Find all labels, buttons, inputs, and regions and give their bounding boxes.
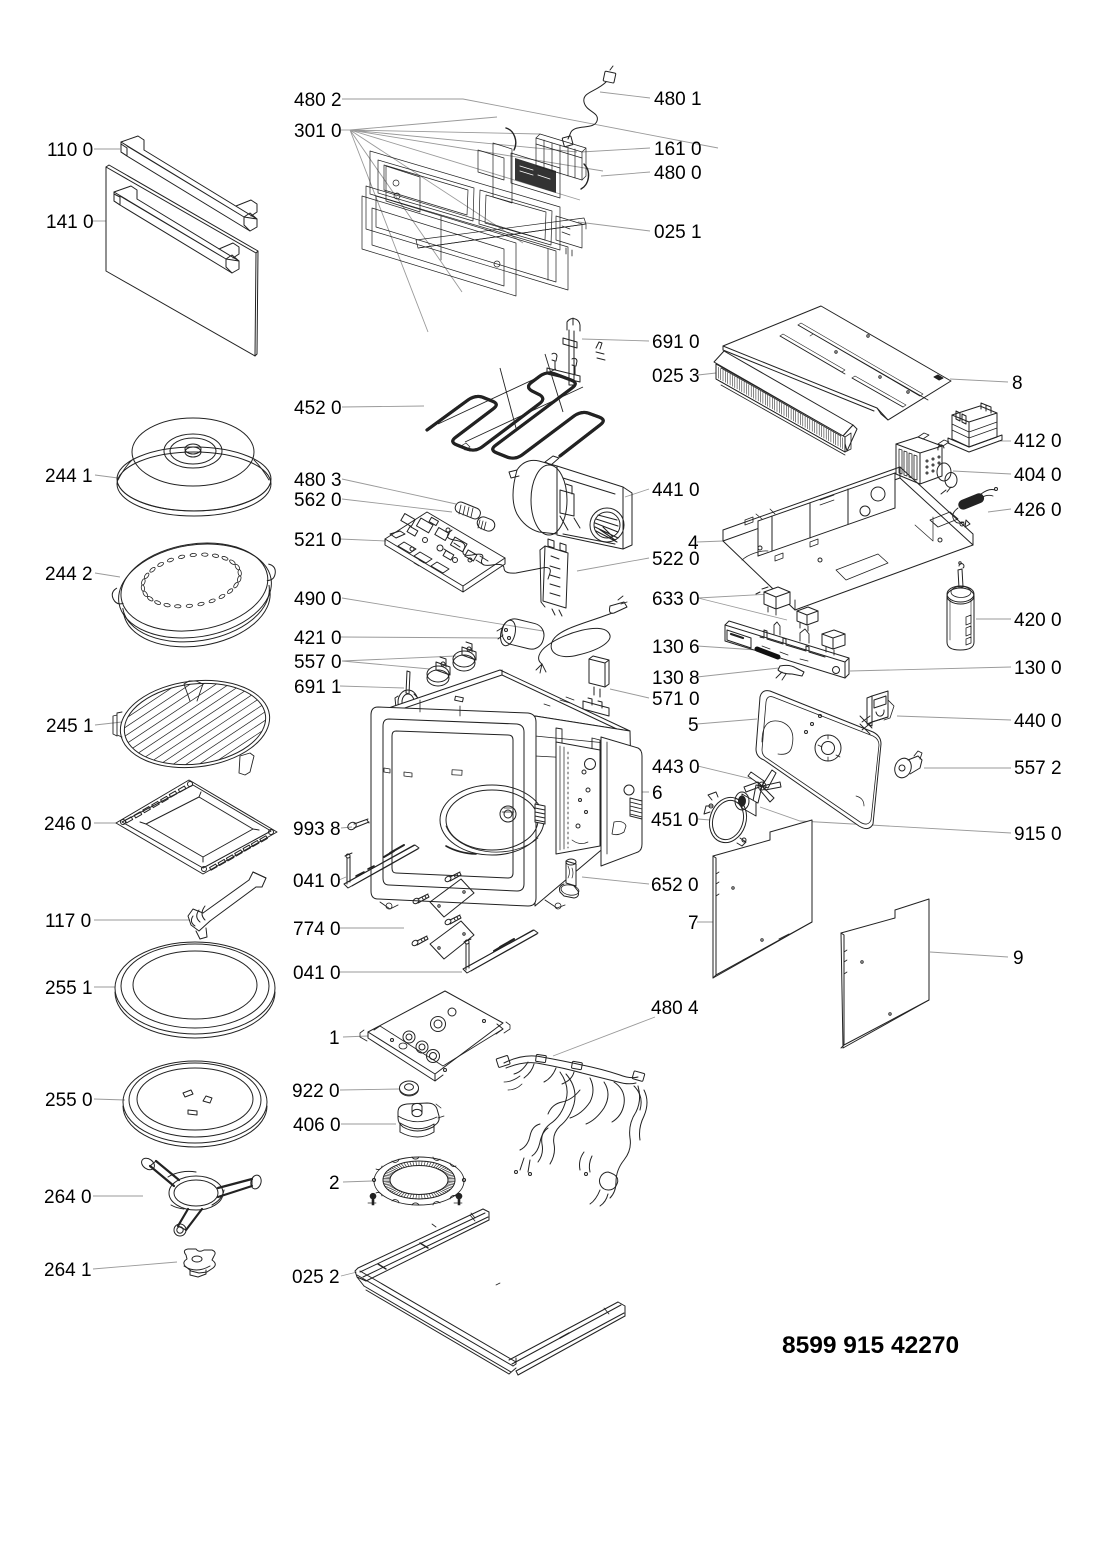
svg-text:404 0: 404 0 [1014,465,1062,486]
svg-text:245 1: 245 1 [46,716,94,737]
svg-text:1: 1 [329,1028,340,1049]
svg-text:7: 7 [688,913,699,934]
svg-text:915 0: 915 0 [1014,824,1062,845]
svg-text:244 1: 244 1 [45,466,93,487]
svg-text:4: 4 [688,533,699,554]
svg-text:246 0: 246 0 [44,814,92,835]
svg-text:420 0: 420 0 [1014,610,1062,631]
svg-text:255 0: 255 0 [45,1090,93,1111]
svg-text:406 0: 406 0 [293,1115,341,1136]
svg-text:993 8: 993 8 [293,819,341,840]
svg-text:480 2: 480 2 [294,90,342,111]
svg-text:025 2: 025 2 [292,1267,340,1288]
svg-text:141 0: 141 0 [46,212,94,233]
svg-text:652 0: 652 0 [651,875,699,896]
svg-text:443 0: 443 0 [652,757,700,778]
svg-text:025 3: 025 3 [652,366,700,387]
svg-text:301 0: 301 0 [294,121,342,142]
svg-text:041 0: 041 0 [293,963,341,984]
svg-text:426 0: 426 0 [1014,500,1062,521]
svg-text:130 6: 130 6 [652,637,700,658]
svg-text:025 1: 025 1 [654,222,702,243]
svg-text:5: 5 [688,715,699,736]
svg-text:244 2: 244 2 [45,564,93,585]
svg-text:8599 915 42270: 8599 915 42270 [782,1332,959,1359]
svg-text:521 0: 521 0 [294,530,342,551]
svg-text:633 0: 633 0 [652,589,700,610]
svg-text:480 1: 480 1 [654,89,702,110]
svg-text:557 0: 557 0 [294,652,342,673]
svg-text:691 0: 691 0 [652,332,700,353]
svg-text:452 0: 452 0 [294,398,342,419]
svg-text:2: 2 [329,1173,340,1194]
svg-text:264 0: 264 0 [44,1187,92,1208]
svg-text:421 0: 421 0 [294,628,342,649]
svg-text:8: 8 [1012,373,1023,394]
svg-text:440 0: 440 0 [1014,711,1062,732]
svg-text:480 4: 480 4 [651,998,699,1019]
svg-text:130 8: 130 8 [652,668,700,689]
svg-text:480 0: 480 0 [654,163,702,184]
svg-text:255 1: 255 1 [45,978,93,999]
svg-text:117 0: 117 0 [45,911,91,932]
svg-text:557 2: 557 2 [1014,758,1062,779]
svg-text:571 0: 571 0 [652,689,700,710]
svg-text:562 0: 562 0 [294,490,342,511]
svg-text:774 0: 774 0 [293,919,341,940]
svg-text:130 0: 130 0 [1014,658,1062,679]
svg-text:041 0: 041 0 [293,871,341,892]
svg-text:9: 9 [1013,948,1024,969]
svg-text:441 0: 441 0 [652,480,700,501]
svg-text:490 0: 490 0 [294,589,342,610]
svg-text:522 0: 522 0 [652,549,700,570]
svg-text:161 0: 161 0 [654,139,702,160]
svg-text:691 1: 691 1 [294,677,342,698]
svg-text:412 0: 412 0 [1014,431,1062,452]
svg-text:264 1: 264 1 [44,1260,92,1281]
svg-text:6: 6 [652,783,663,804]
svg-text:451 0: 451 0 [651,810,699,831]
svg-text:480 3: 480 3 [294,470,342,491]
svg-text:922 0: 922 0 [292,1081,340,1102]
svg-text:110 0: 110 0 [47,140,93,161]
